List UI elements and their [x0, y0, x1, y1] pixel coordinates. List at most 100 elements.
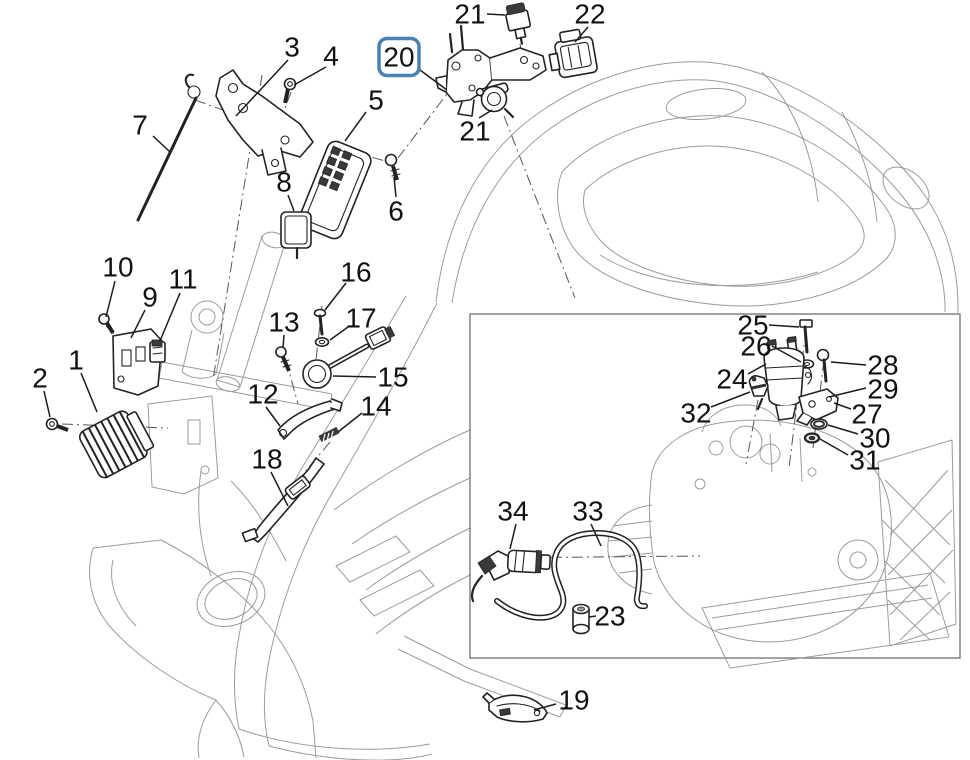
part-number-label: 21: [454, 0, 485, 30]
part-number-label: 31: [849, 445, 880, 476]
part-17-washer: [314, 336, 330, 347]
callout-4[interactable]: 4: [293, 41, 339, 86]
leader-line: [393, 176, 397, 198]
callout-10[interactable]: 10: [102, 252, 134, 318]
part-number-label: 34: [497, 496, 528, 527]
part-33-hose: [494, 529, 648, 621]
part-number-label: 25: [737, 310, 768, 341]
part-number-label: 16: [340, 257, 371, 288]
part-number-label: 28: [867, 350, 898, 381]
part-1-voltage-regulator: [78, 410, 155, 479]
part-number-label: 4: [323, 41, 339, 72]
callout-11[interactable]: 11: [159, 264, 198, 342]
part-6-screw: [384, 153, 401, 181]
part-number-label: 10: [102, 252, 133, 283]
part-number-label: 24: [716, 364, 747, 395]
callout-19[interactable]: 19: [533, 685, 590, 716]
callout-27[interactable]: 27: [833, 399, 883, 430]
callout-23[interactable]: 23: [588, 601, 626, 632]
leader-line: [747, 363, 767, 375]
part-34-valve: [470, 549, 552, 603]
leader-line: [478, 109, 493, 119]
callout-29[interactable]: 29: [828, 374, 899, 405]
part-number-label: 33: [572, 496, 603, 527]
callout-6[interactable]: 6: [388, 176, 404, 227]
part-number-label: 7: [132, 110, 148, 141]
part-14-spring-clip: [318, 426, 340, 443]
part-2-bolt: [45, 417, 69, 432]
part-number-label: 1: [68, 345, 84, 376]
callout-21[interactable]: 21: [459, 109, 493, 147]
callout-5[interactable]: 5: [344, 85, 384, 142]
leader-line: [830, 361, 867, 366]
callout-8[interactable]: 8: [276, 167, 295, 212]
callout-1[interactable]: 1: [68, 345, 98, 413]
part-number-label: 23: [594, 601, 625, 632]
leader-line: [130, 309, 146, 339]
callout-12[interactable]: 12: [247, 379, 281, 427]
leader-line: [287, 194, 295, 212]
callout-20[interactable]: 20: [377, 36, 448, 91]
leader-line: [235, 59, 289, 117]
callout-17[interactable]: 17: [329, 303, 377, 341]
callout-3[interactable]: 3: [235, 32, 300, 117]
part-number-label: 26: [740, 331, 771, 362]
leader-line: [819, 438, 849, 456]
callout-24[interactable]: 24: [716, 363, 767, 395]
part-18-bracket: [241, 457, 325, 543]
callout-22[interactable]: 22: [574, 0, 606, 43]
callout-18[interactable]: 18: [251, 444, 289, 507]
part-number-label: 13: [268, 307, 299, 338]
callout-21[interactable]: 21: [454, 0, 506, 30]
part-23-bushing: [572, 603, 590, 635]
callout-14[interactable]: 14: [337, 391, 392, 433]
leader-line: [270, 471, 289, 507]
callout-34[interactable]: 34: [497, 496, 529, 550]
part-31-grommet: [803, 432, 821, 444]
callout-31[interactable]: 31: [819, 438, 881, 476]
callout-30[interactable]: 30: [827, 423, 891, 454]
part-number-label: 2: [32, 363, 48, 394]
leader-line: [337, 412, 363, 433]
callout-25[interactable]: 25: [737, 310, 800, 341]
leader-line: [827, 424, 859, 435]
callout-13[interactable]: 13: [268, 307, 300, 349]
part-21a-sensor: [505, 2, 532, 45]
part-32-sensor-plug: [748, 375, 769, 411]
leader-line: [833, 402, 852, 410]
callout-26[interactable]: 26: [740, 331, 802, 363]
part-15-stand-sensor: [302, 325, 396, 389]
leader-line: [768, 324, 800, 328]
part-number-label: 12: [247, 379, 278, 410]
leader-line: [771, 345, 802, 363]
callout-9[interactable]: 9: [130, 282, 158, 339]
part-25-bolt: [799, 319, 813, 354]
part-number-label: 22: [574, 0, 605, 30]
callout-32[interactable]: 32: [680, 391, 751, 429]
callout-15[interactable]: 15: [332, 362, 409, 393]
leader-line: [152, 135, 171, 153]
part-number-label: 19: [558, 685, 589, 716]
part-12-bracket: [277, 398, 343, 440]
callout-7[interactable]: 7: [132, 110, 171, 153]
part-7-dipstick-rod: [136, 73, 201, 222]
leader-line: [344, 111, 367, 142]
leader-line: [293, 66, 327, 86]
part-number-label: 15: [377, 362, 408, 393]
callout-2[interactable]: 2: [32, 363, 51, 418]
part-number-label: 30: [859, 423, 890, 454]
leader-line: [332, 375, 377, 378]
scooter-frame-sketch: [89, 61, 959, 760]
callout-16[interactable]: 16: [324, 257, 372, 311]
leader-line: [282, 334, 285, 349]
part-number-label: 27: [851, 399, 882, 430]
part-27-bracket: [796, 388, 839, 426]
part-13-bolt: [275, 346, 292, 372]
leader-line: [509, 523, 517, 550]
callout-33[interactable]: 33: [572, 496, 604, 547]
part-28-bolt: [816, 348, 830, 383]
callout-28[interactable]: 28: [830, 350, 899, 381]
